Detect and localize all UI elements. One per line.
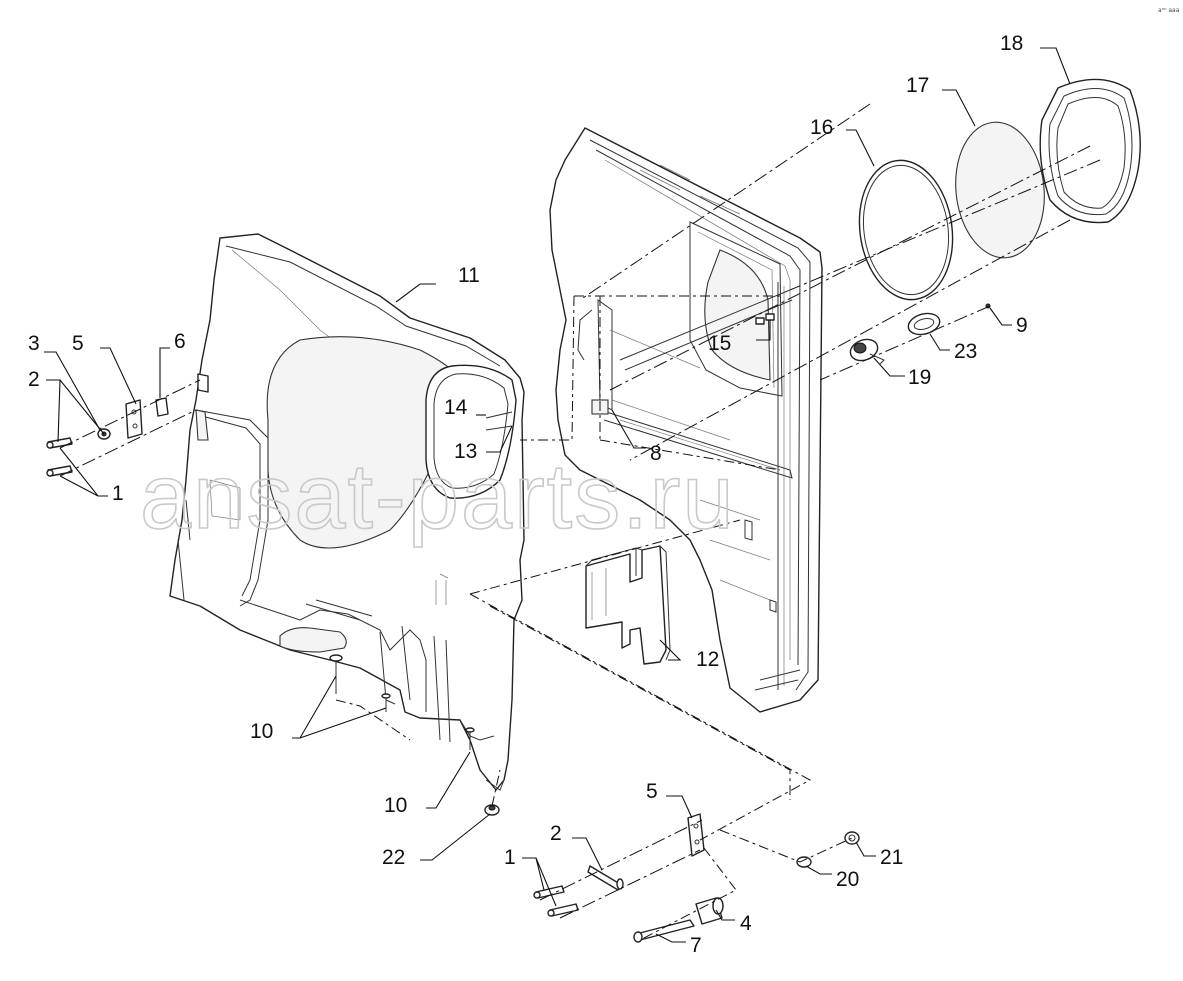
callout-6: 6 xyxy=(174,330,186,353)
callout-13: 13 xyxy=(454,440,477,463)
callout-2-lower: 2 xyxy=(550,822,562,845)
callout-1-upper: 1 xyxy=(112,482,124,505)
callout-22: 22 xyxy=(382,846,405,869)
callout-3: 3 xyxy=(28,332,40,355)
callout-16: 16 xyxy=(810,116,833,139)
lower-hinge-hardware xyxy=(533,813,860,943)
callout-1-lower: 1 xyxy=(504,846,516,869)
callout-4: 4 xyxy=(740,912,752,935)
window-glass-17 xyxy=(955,121,1045,259)
callout-10-right: 10 xyxy=(384,794,407,817)
trim-panel xyxy=(169,233,525,791)
callout-11: 11 xyxy=(458,264,480,287)
seal-ring-23 xyxy=(907,312,941,336)
callout-5-upper: 5 xyxy=(72,332,84,355)
window-seal-16 xyxy=(858,159,954,301)
callout-17: 17 xyxy=(906,74,929,97)
callout-18: 18 xyxy=(1000,32,1023,55)
watermark-text: ansat-parts.ru xyxy=(140,446,736,548)
callout-5-lower: 5 xyxy=(646,780,658,803)
window-frame-18 xyxy=(1039,78,1141,224)
callout-labels: 18 17 16 11 9 23 19 15 14 13 8 3 5 6 2 1… xyxy=(28,32,1028,957)
callout-23: 23 xyxy=(954,340,977,363)
alignment-lines xyxy=(59,103,1101,941)
callout-15: 15 xyxy=(708,332,731,355)
callout-8: 8 xyxy=(650,442,662,465)
callout-20: 20 xyxy=(836,868,859,891)
callout-19: 19 xyxy=(908,366,931,389)
callout-21: 21 xyxy=(880,846,903,869)
callout-12: 12 xyxy=(696,648,719,671)
foam-pad xyxy=(585,545,671,665)
leader-lines xyxy=(44,47,1071,943)
callout-9: 9 xyxy=(1016,314,1028,337)
callout-2-upper: 2 xyxy=(28,368,40,391)
callout-14: 14 xyxy=(444,396,468,419)
callout-7: 7 xyxy=(690,934,702,957)
corner-code: aⁿⁿ aaa xyxy=(1158,7,1180,14)
callout-10-left: 10 xyxy=(250,720,273,743)
upper-hinge-hardware xyxy=(46,373,209,477)
